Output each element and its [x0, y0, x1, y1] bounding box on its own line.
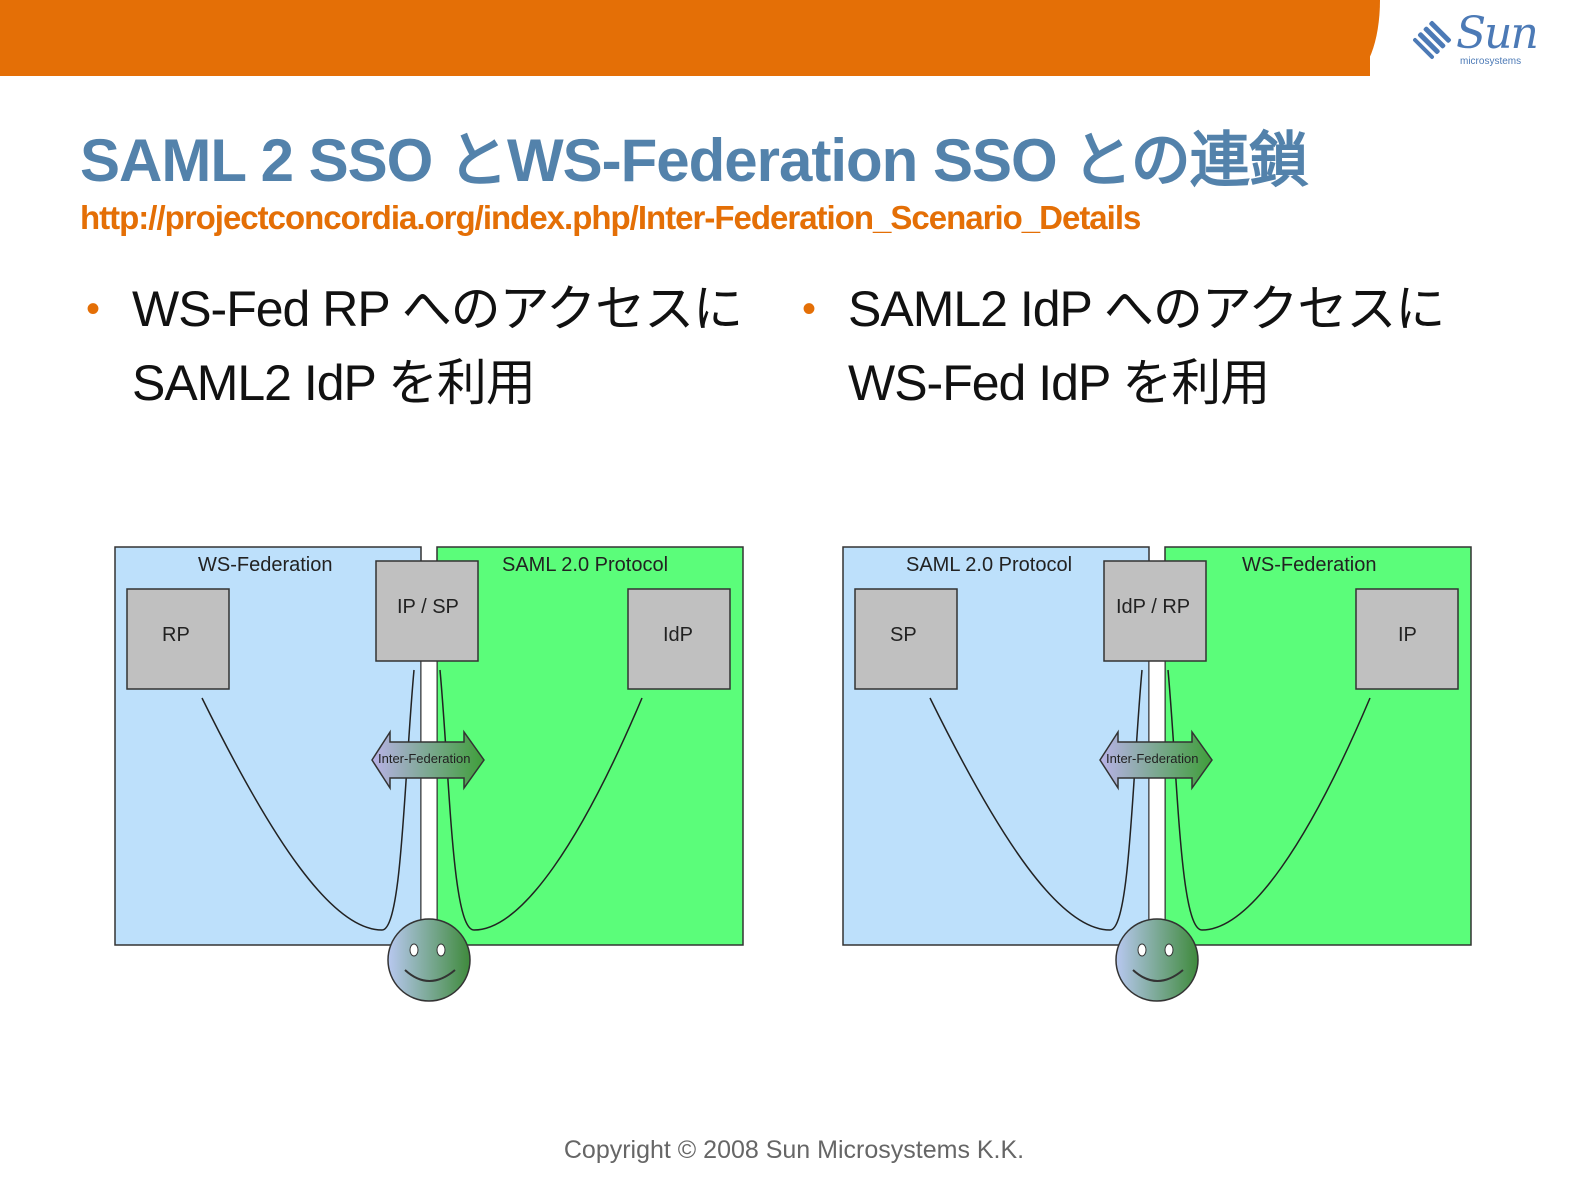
right-zone-label: WS-Federation: [1242, 554, 1377, 576]
flow-curve-right: [1167, 669, 1371, 931]
diagram-saml-to-ws-fed: SAML 2.0 Protocol WS-Federation SP IdP /…: [840, 530, 1480, 1020]
center-box: [1103, 560, 1207, 662]
flow-curve-left: [929, 669, 1143, 931]
smiley-face-icon: [1115, 918, 1199, 1002]
center-divider: [1148, 659, 1166, 931]
center-box-label: IdP / RP: [1116, 596, 1191, 618]
bullet-dot: •: [802, 287, 816, 331]
smiley-face-icon: [387, 918, 471, 1002]
right-box: [627, 588, 731, 690]
sun-logo: Sun microsystems: [1410, 8, 1550, 74]
flow-curve-left: [201, 669, 415, 931]
header-bar-curve: [1340, 0, 1380, 76]
left-box-label: SP: [890, 624, 917, 646]
diagram-ws-fed-to-saml: WS-Federation SAML 2.0 Protocol RP IP / …: [112, 530, 752, 1020]
center-divider: [420, 659, 438, 931]
header-bar: [0, 0, 1370, 76]
bullet-right-line2: WS-Fed IdP を利用: [848, 355, 1270, 411]
inter-federation-arrow: [371, 729, 485, 791]
left-box-label: RP: [162, 624, 190, 646]
right-box-label: IdP: [663, 624, 694, 646]
copyright-footer: Copyright © 2008 Sun Microsystems K.K.: [563, 1136, 1025, 1164]
sun-logo-icon: [1413, 21, 1451, 59]
right-box: [1355, 588, 1459, 690]
center-box-label: IP / SP: [397, 596, 459, 618]
reference-link[interactable]: http://projectconcordia.org/index.php/In…: [80, 199, 1141, 236]
flow-curve-right: [439, 669, 643, 931]
arrow-label: Inter-Federation: [378, 751, 471, 766]
logo-wordmark: Sun: [1456, 8, 1539, 59]
left-box: [126, 588, 230, 690]
left-box: [854, 588, 958, 690]
bullet-left-line1: WS-Fed RP へのアクセスに: [132, 281, 743, 337]
arrow-label: Inter-Federation: [1106, 751, 1199, 766]
logo-subtext: microsystems: [1460, 56, 1522, 67]
bullet-dot: •: [86, 287, 100, 331]
inter-federation-arrow: [1099, 729, 1213, 791]
right-zone-label: SAML 2.0 Protocol: [502, 554, 669, 576]
bullet-right-line1: SAML2 IdP へのアクセスに: [848, 281, 1445, 337]
center-box: [375, 560, 479, 662]
left-zone-label: WS-Federation: [198, 554, 333, 576]
left-zone-label: SAML 2.0 Protocol: [906, 554, 1073, 576]
right-box-label: IP: [1398, 624, 1417, 646]
slide-title: SAML 2 SSO とWS-Federation SSO との連鎖: [80, 127, 1309, 194]
bullet-left-line2: SAML2 IdP を利用: [132, 355, 536, 411]
